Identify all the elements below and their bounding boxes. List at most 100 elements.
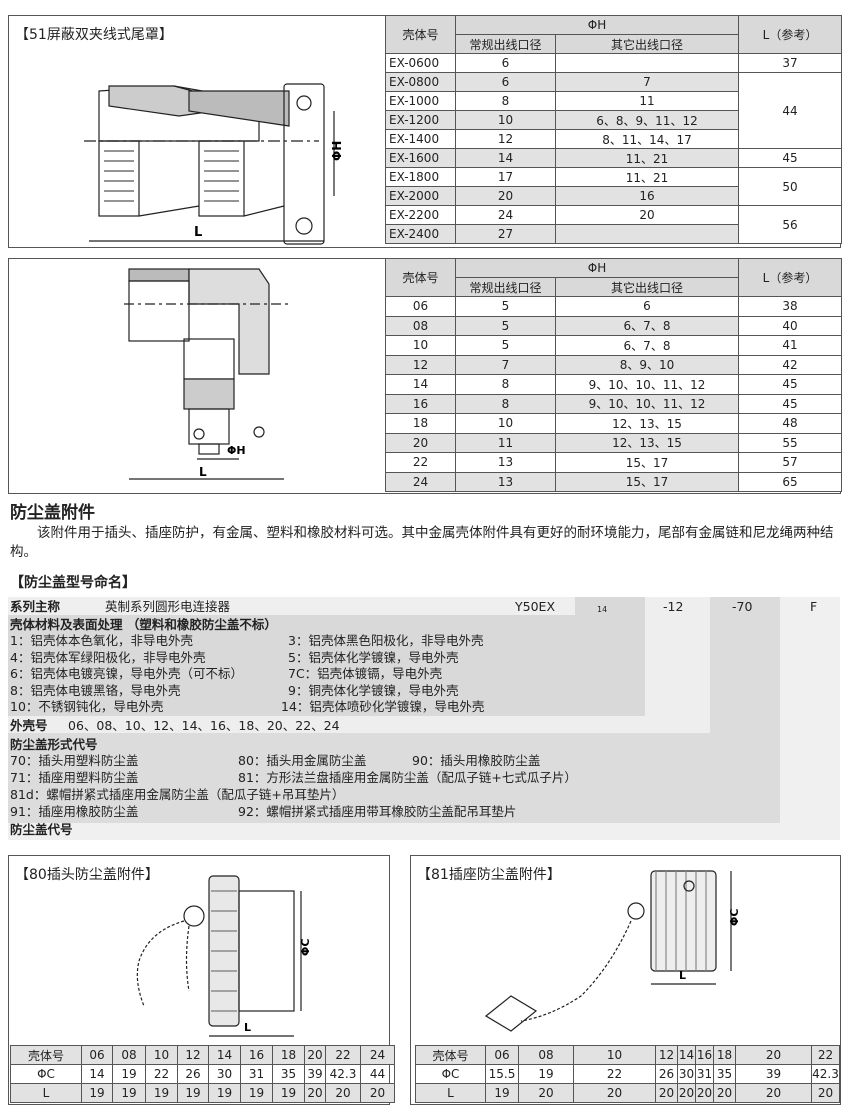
shell-cell: EX-2000	[385, 186, 456, 206]
shell-cell: EX-1200	[385, 110, 456, 130]
shell-cell: 08	[518, 1045, 574, 1065]
length-dimension-label: L	[199, 465, 207, 479]
shell-cell: 24	[385, 471, 456, 492]
phi_c-cell: 42.3	[811, 1064, 840, 1084]
phi_c-cell: 30	[208, 1064, 241, 1084]
material-code-block	[8, 597, 645, 716]
phi_c-cell: 15.5	[485, 1064, 519, 1084]
material-option: 7C：铝壳体镀镉，导电外壳	[288, 666, 443, 681]
phi_c-cell: 39	[735, 1064, 812, 1084]
regular-cell: 5	[455, 296, 556, 317]
phi_c-cell: 39	[304, 1064, 326, 1084]
phi_c-cell: 26	[177, 1064, 209, 1084]
other-cell	[555, 224, 739, 244]
phi_c-cell: 35	[713, 1064, 736, 1084]
length-cell: 20	[735, 1083, 812, 1103]
length-dimension-label: L	[194, 225, 202, 240]
other-cell: 6、8、9、11、12	[555, 110, 739, 130]
header-phi-h: ΦH	[455, 15, 739, 35]
header-regular: 常规出线口径	[455, 34, 556, 54]
other-cell: 12、13、15	[555, 413, 739, 434]
diameter-dimension-label: ΦH	[330, 141, 344, 161]
shell-cell: 24	[360, 1045, 395, 1065]
shell-cell: 12	[177, 1045, 209, 1065]
length-cell: 40	[738, 315, 842, 336]
phi_c-cell: 35	[272, 1064, 305, 1084]
other-cell: 9、10、10、11、12	[555, 393, 739, 414]
length-cell: 41	[738, 335, 842, 356]
other-cell: 8、11、14、17	[555, 129, 739, 149]
other-cell: 7	[555, 72, 739, 92]
material-option: 8：铝壳体电镀黑铬，导电外壳	[10, 682, 181, 698]
length-cell: 48	[738, 413, 842, 434]
length-cell: 20	[360, 1083, 395, 1103]
material-option: 4：铝壳体军绿阳极化，非导电外壳	[10, 649, 206, 665]
header-shell: 壳体号	[385, 258, 456, 297]
other-cell: 6	[555, 296, 739, 317]
diameter-dimension-label: ΦC	[299, 939, 312, 956]
material-label: 壳体材料及表面处理 （塑料和橡胶防尘盖不标）	[10, 617, 277, 632]
form-option: 92：螺帽拼紧式插座用带耳橡胶防尘盖配吊耳垫片	[238, 804, 517, 819]
form-label: 防尘盖形式代号	[10, 737, 98, 752]
shell-cell: 18	[385, 413, 456, 434]
form-option: 80：插头用金属防尘盖	[238, 753, 367, 768]
code-material: 14	[597, 605, 608, 614]
shell-cell: EX-0600	[385, 53, 456, 73]
socket-cover-table: 壳体号06081012141618202224ΦC15.519222630313…	[415, 1045, 840, 1103]
regular-cell: 13	[455, 471, 556, 492]
shell-cell: 08	[385, 315, 456, 336]
regular-cell: 17	[455, 167, 556, 187]
panel-title: 【81插座防尘盖附件】	[417, 867, 561, 883]
shell-cell: EX-1800	[385, 167, 456, 187]
phi_c-cell: 22	[145, 1064, 178, 1084]
regular-cell: 6	[455, 53, 556, 73]
other-cell: 11、21	[555, 148, 739, 168]
regular-cell: 7	[455, 354, 556, 375]
section-heading: 防尘盖附件	[10, 503, 95, 523]
length-cell: 19	[112, 1083, 146, 1103]
phi_c-cell: 26	[655, 1064, 678, 1084]
length-cell: 20	[304, 1083, 326, 1103]
other-cell: 6、7、8	[555, 335, 739, 356]
phi_c-cell: 22	[573, 1064, 656, 1084]
length-cell: 20	[518, 1083, 574, 1103]
length-cell: 55	[738, 432, 842, 453]
regular-cell: 8	[455, 374, 556, 395]
length-cell: 38	[738, 296, 842, 317]
shell-cell: 06	[485, 1045, 519, 1065]
length-cell: 57	[738, 452, 842, 473]
series-value: 英制系列圆形电连接器	[105, 599, 231, 614]
header-other: 其它出线口径	[555, 277, 739, 297]
shell-cell: EX-1000	[385, 91, 456, 111]
diameter-dimension-label: ΦH	[227, 444, 246, 457]
shell-values: 06、08、10、12、14、16、18、20、22、24	[68, 718, 340, 733]
header-length: L（参考）	[738, 258, 842, 297]
shell-cell: EX-2200	[385, 205, 456, 225]
form-option: 81d：螺帽拼紧式插座用金属防尘盖（配瓜子链+吊耳垫片）	[10, 787, 345, 802]
length-cell: 19	[81, 1083, 113, 1103]
material-option: 14：铝壳体喷砂化学镀镍，导电外壳	[281, 699, 485, 714]
regular-cell: 8	[455, 393, 556, 414]
shell-cell: 18	[713, 1045, 736, 1065]
other-cell	[555, 53, 739, 73]
length-cell: 20	[573, 1083, 656, 1103]
series-label: 系列主称	[10, 599, 61, 614]
form-option: 81：方形法兰盘插座用金属防尘盖（配瓜子链+七式瓜子片）	[238, 770, 577, 785]
diameter-dimension-label: ΦC	[728, 909, 741, 926]
